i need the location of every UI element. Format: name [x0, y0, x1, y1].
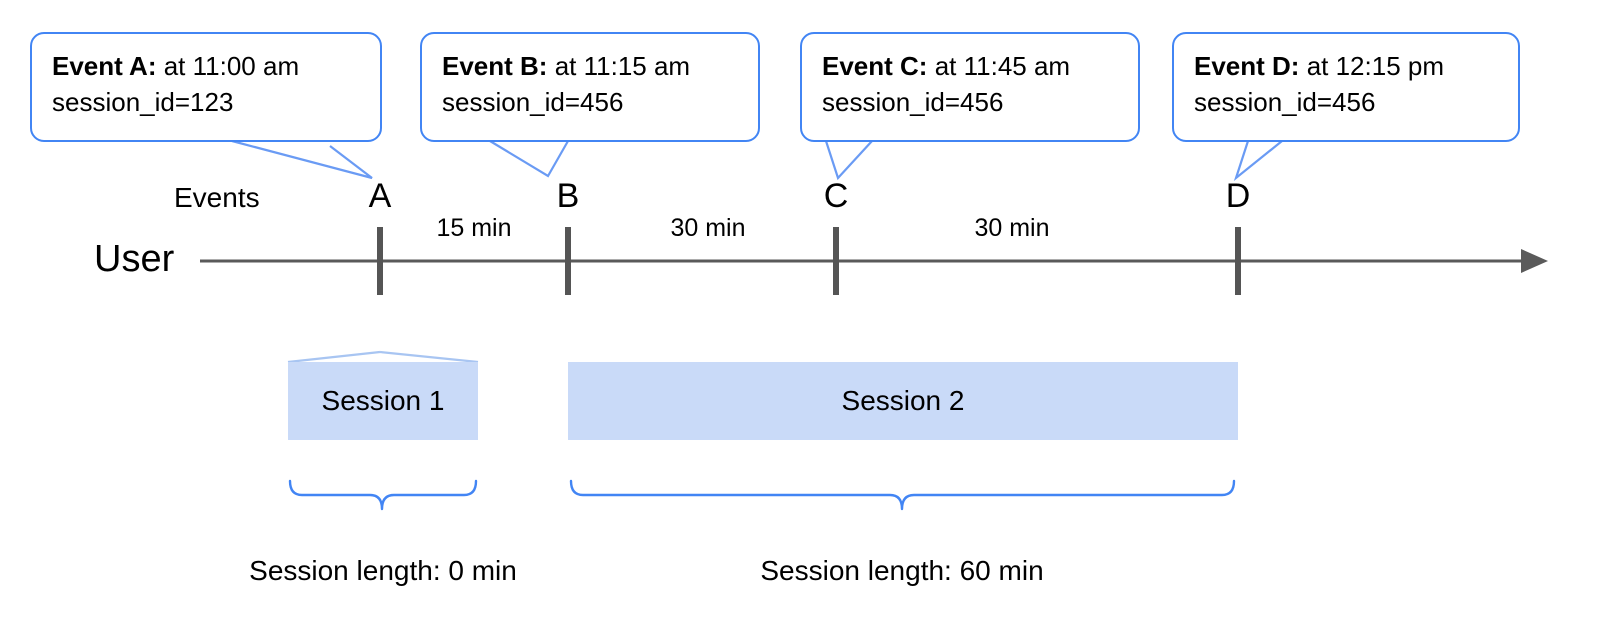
funnel-left-edge — [287, 350, 381, 364]
gap-label-b-c: 30 min — [670, 214, 746, 242]
session-length-label-1: Session length: 0 min — [249, 555, 517, 586]
session-bar-1[interactable]: Session 1 — [288, 362, 478, 440]
row-label-user: User — [94, 238, 175, 280]
session-bar-1-label: Session 1 — [321, 385, 445, 416]
callout-b-title: Event B: — [442, 51, 548, 81]
callout-c-title: Event C: — [822, 51, 928, 81]
callout-c-time: at 11:45 am — [927, 51, 1071, 81]
session-length-label-2: Session length: 60 min — [760, 555, 1044, 586]
session-bar-2[interactable]: Session 2 — [568, 362, 1238, 440]
callout-b-line1: Event B: at 11:15 am — [442, 48, 740, 84]
callout-b-time: at 11:15 am — [547, 51, 691, 81]
callout-a-title: Event A: — [52, 51, 157, 81]
callout-leader-lines — [231, 139, 1283, 182]
callout-b-session: session_id=456 — [442, 87, 624, 117]
brace-session-2 — [569, 479, 1236, 511]
session-braces — [288, 479, 1236, 511]
callout-d-line1: Event D: at 12:15 pm — [1194, 48, 1500, 84]
leader-line-a — [231, 139, 373, 180]
callout-d-session: session_id=456 — [1194, 87, 1376, 117]
leader-line-c — [824, 140, 873, 181]
event-letter-a: A — [368, 177, 392, 215]
gap-label-a-b: 15 min — [436, 214, 512, 242]
row-label-events: Events — [174, 182, 260, 213]
event-letter-d: D — [1225, 177, 1251, 215]
event-letter-b: B — [556, 177, 580, 215]
callout-d-time: at 12:15 pm — [1299, 51, 1445, 81]
callout-event-d[interactable]: Event D: at 12:15 pm session_id=456 — [1172, 32, 1520, 142]
callout-event-a[interactable]: Event A: at 11:00 am session_id=123 — [30, 32, 382, 142]
funnel-right-edge — [379, 350, 479, 364]
callout-a-line1: Event A: at 11:00 am — [52, 48, 362, 84]
callout-event-b[interactable]: Event B: at 11:15 am session_id=456 — [420, 32, 760, 142]
timeline-axis — [200, 227, 1548, 295]
callout-c-session: session_id=456 — [822, 87, 1004, 117]
event-letter-c: C — [823, 177, 849, 215]
leader-line-b — [489, 140, 569, 178]
callout-c-line1: Event C: at 11:45 am — [822, 48, 1120, 84]
gap-label-c-d: 30 min — [974, 214, 1050, 242]
session1-funnel — [287, 350, 479, 364]
callout-d-title: Event D: — [1194, 51, 1300, 81]
callout-a-time: at 11:00 am — [156, 51, 300, 81]
leader-line-d — [1233, 140, 1283, 182]
callout-event-c[interactable]: Event C: at 11:45 am session_id=456 — [800, 32, 1140, 142]
session-bar-2-label: Session 2 — [841, 385, 965, 416]
brace-session-1 — [288, 479, 478, 511]
callout-a-session: session_id=123 — [52, 87, 234, 117]
